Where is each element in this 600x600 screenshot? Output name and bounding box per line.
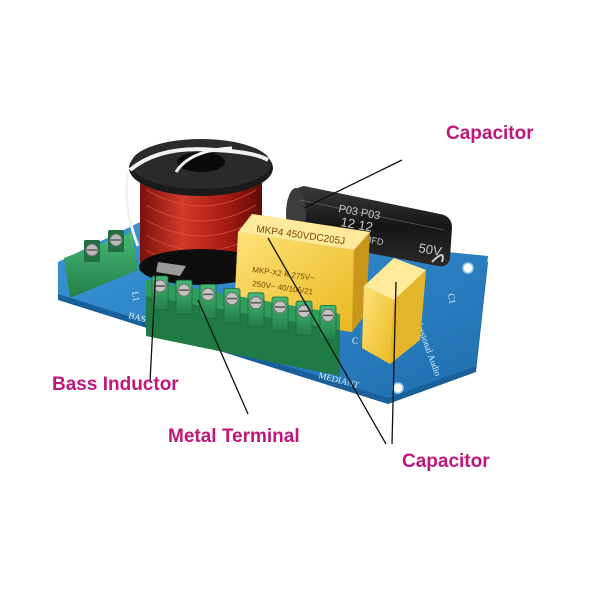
input-terminal-block [64,230,138,298]
bass-inductor [124,139,273,285]
silk-c: C [352,336,358,346]
mount-hole [392,382,404,394]
pointer-capacitor-b [391,281,397,445]
label-capacitor-bottom: Capacitor [402,451,490,472]
label-bass-inductor: Bass Inductor [52,374,179,395]
label-capacitor-top: Capacitor [446,123,534,144]
pointer-capacitor-a [267,237,387,445]
pointer-metal-terminal [197,299,249,415]
silk-l1: L1 [130,291,142,303]
mount-hole [462,262,474,274]
callout-lines [149,159,403,445]
pointer-capacitor-top [303,159,403,209]
label-metal-terminal: Metal Terminal [168,426,300,447]
output-terminal-block [146,275,340,376]
elec-label-4: 50V [417,240,443,259]
pointer-bass-inductor [149,265,157,383]
silk-c1: C1 [446,293,458,305]
film-capacitor-small [362,254,444,364]
